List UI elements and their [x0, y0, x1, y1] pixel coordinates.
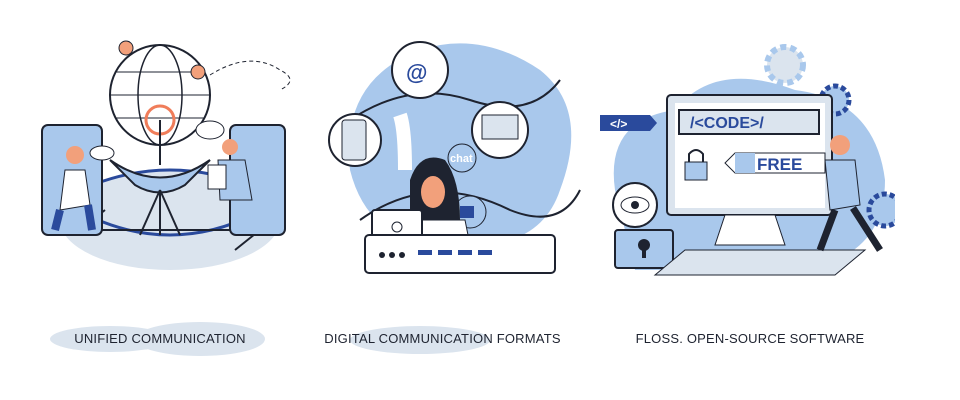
monitor-icon: [471, 101, 529, 159]
free-label: FREE: [724, 152, 826, 174]
svg-text:chat: chat: [450, 153, 473, 165]
keyhole-icon: [614, 229, 674, 269]
floss-open-source-illustration: </> /<CODE>/ FREE: [595, 20, 904, 310]
code-tag-badge: </>: [600, 115, 657, 131]
woman-figure: [51, 146, 96, 231]
svg-text:</>: </>: [610, 117, 627, 131]
location-pin-icon: [118, 40, 206, 80]
caption-floss-open-source-software: FLOSS. OPEN-SOURCE SOFTWARE: [635, 330, 865, 346]
padlock-icon: [684, 149, 708, 181]
code-label: /<CODE>/: [678, 109, 820, 135]
chat-bubble-icon: chat: [447, 143, 477, 173]
svg-text:/<CODE>/: /<CODE>/: [690, 115, 764, 132]
satellite-dish-icon: [109, 104, 211, 236]
smartphone-icon: [328, 113, 382, 167]
chat-bubble-icon: [89, 120, 225, 161]
unified-communication-illustration: [20, 20, 320, 310]
email-icon: @: [391, 41, 449, 99]
eye-icon: [612, 182, 658, 228]
man-figure: [816, 135, 883, 252]
digital-communication-formats-illustration: @ chat: [310, 20, 610, 310]
svg-text:@: @: [406, 60, 427, 85]
router-icon: [364, 234, 556, 274]
caption-digital-communication-formats: DIGITAL COMMUNICATION FORMATS: [310, 318, 575, 358]
man-figure: [207, 139, 253, 201]
svg-text:FREE: FREE: [757, 155, 802, 174]
caption-unified-communication: UNIFIED COMMUNICATION: [40, 318, 280, 358]
